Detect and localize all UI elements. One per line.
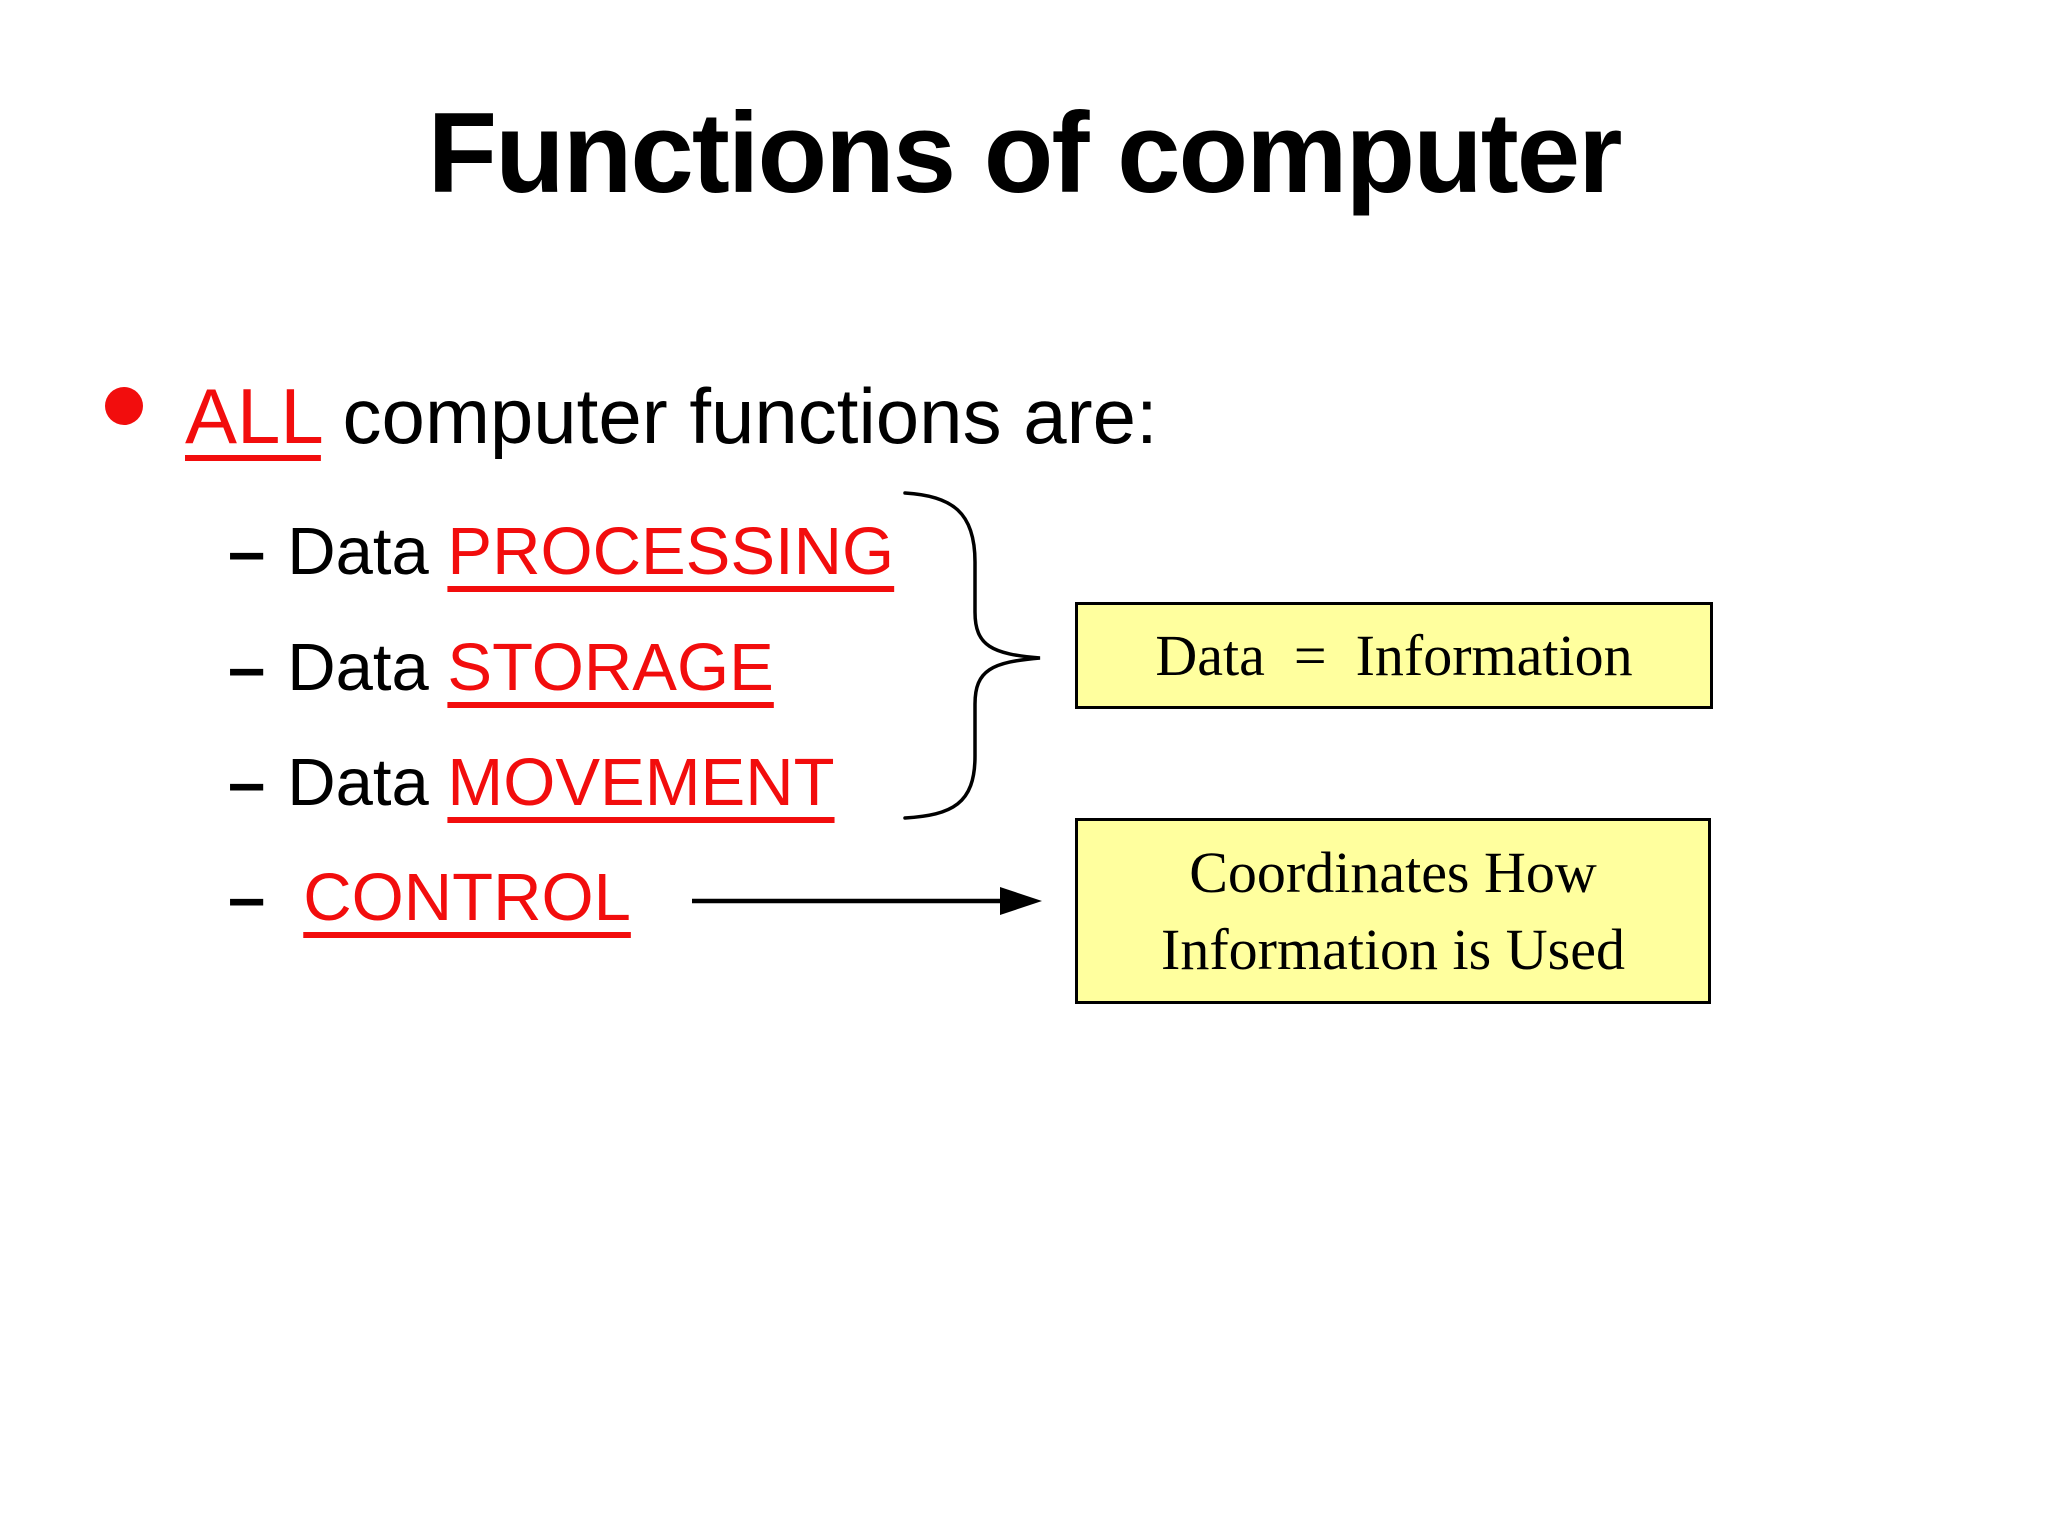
control-coordinates-box: Coordinates How Information is Used [1075,818,1711,1004]
arrow-connector-head-icon [1000,887,1042,915]
sub-bullet-prefix: Data [287,745,448,820]
control-box-line1: Coordinates How [1189,839,1597,905]
sub-bullet-term: MOVEMENT [447,745,835,820]
sub-bullet-term: PROCESSING [447,514,895,589]
sub-bullet-prefix: Data [287,630,448,705]
dash-icon: – [228,630,266,705]
dash-icon: – [228,745,266,820]
sub-bullet-control: –CONTROL [228,858,631,938]
data-information-text: Data = Information [1155,623,1633,688]
dash-icon: – [228,860,266,935]
main-bullet-emphasis: ALL [185,372,321,460]
main-bullet: ALL computer functions are: [105,368,1158,466]
sub-bullet-data-processing: –Data PROCESSING [228,512,894,592]
sub-bullet-prefix: Data [287,514,448,589]
main-bullet-text: computer functions are: [320,372,1158,460]
slide-title: Functions of computer [427,90,1623,217]
sub-bullet-term: STORAGE [447,630,774,705]
data-information-box: Data = Information [1075,602,1713,709]
sub-bullet-data-storage: –Data STORAGE [228,628,774,708]
sub-bullet-data-movement: –Data MOVEMENT [228,743,835,823]
brace-connector-icon [903,491,1041,820]
sub-bullet-term: CONTROL [303,860,631,935]
dash-icon: – [228,514,266,589]
bullet-dot-icon [105,387,143,425]
control-box-line2: Information is Used [1161,917,1625,982]
